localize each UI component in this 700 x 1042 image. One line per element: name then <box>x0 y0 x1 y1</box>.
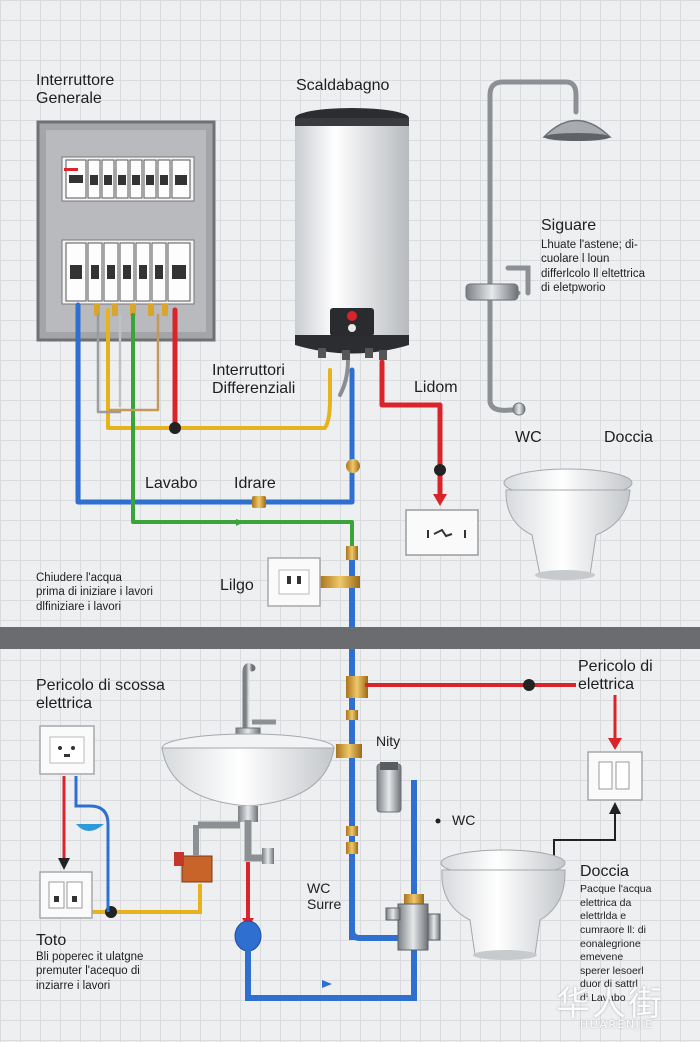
label-shut-water: Chiudere l'acqua prima di iniziare i lav… <box>36 572 153 613</box>
switch-top <box>405 509 479 556</box>
toilet-top <box>503 468 633 580</box>
grey-cable-panel-1 <box>96 313 122 414</box>
label-danger-shock: Pericolo di scossa elettrica <box>36 677 165 713</box>
label-wc-top: WC <box>515 429 542 446</box>
label-water-heater: Scaldabagno <box>296 77 390 94</box>
blue-cable-panel <box>75 302 355 505</box>
label-main-switch: Interruttore Generale <box>36 72 115 108</box>
junction-dot-right <box>434 464 446 476</box>
label-nity: Nity <box>376 733 401 749</box>
junction-dot-left <box>169 422 181 434</box>
label-toto-text: Bli poperec it ulatgne premuter l'acequo… <box>36 951 144 992</box>
main-breaker-row <box>65 159 191 199</box>
label-danger-right: Pericolo di elettrica <box>578 658 653 694</box>
sink <box>161 663 335 864</box>
watermark-text: HUARENJIE <box>580 1018 654 1031</box>
toilet-bottom <box>440 849 566 960</box>
label-signal-title: Siguare <box>541 217 597 234</box>
label-lidom: Lidom <box>414 379 458 396</box>
switch-right <box>587 751 643 801</box>
brown-cable-panel <box>108 313 160 412</box>
label-doccia-text: Pacque l'acqua elettrica da elettrlda e … <box>580 883 652 1005</box>
label-wc-mid: WC <box>452 812 476 828</box>
toilet-valve <box>385 903 441 951</box>
water-heater <box>295 108 409 360</box>
watermark-logo: 华人街 <box>556 984 664 1024</box>
section-divider <box>0 627 700 649</box>
pipe-nity <box>376 762 402 813</box>
label-doccia-top: Doccia <box>604 429 653 446</box>
red-cable-heater <box>379 359 443 501</box>
yellow-cable-panel <box>106 308 332 430</box>
label-doccia-bottom: Doccia <box>580 863 629 880</box>
label-wc-surre: WC Surre <box>307 880 342 913</box>
label-lilgo: Lilgo <box>220 577 254 594</box>
label-idrare: Idrare <box>234 475 276 492</box>
label-lavabo: Lavabo <box>145 475 198 492</box>
label-toto: Toto <box>36 932 67 949</box>
label-signal-text: Lhuate l'astene; di- cuolare l loun diff… <box>541 239 645 295</box>
socket-lilgo <box>267 557 321 607</box>
label-differential-switches: Interruttori Differenziali <box>212 362 296 398</box>
switch-toto <box>39 871 93 919</box>
electrical-panel <box>36 120 216 342</box>
socket-danger <box>39 725 95 775</box>
grey-heater-pipe <box>338 358 350 397</box>
